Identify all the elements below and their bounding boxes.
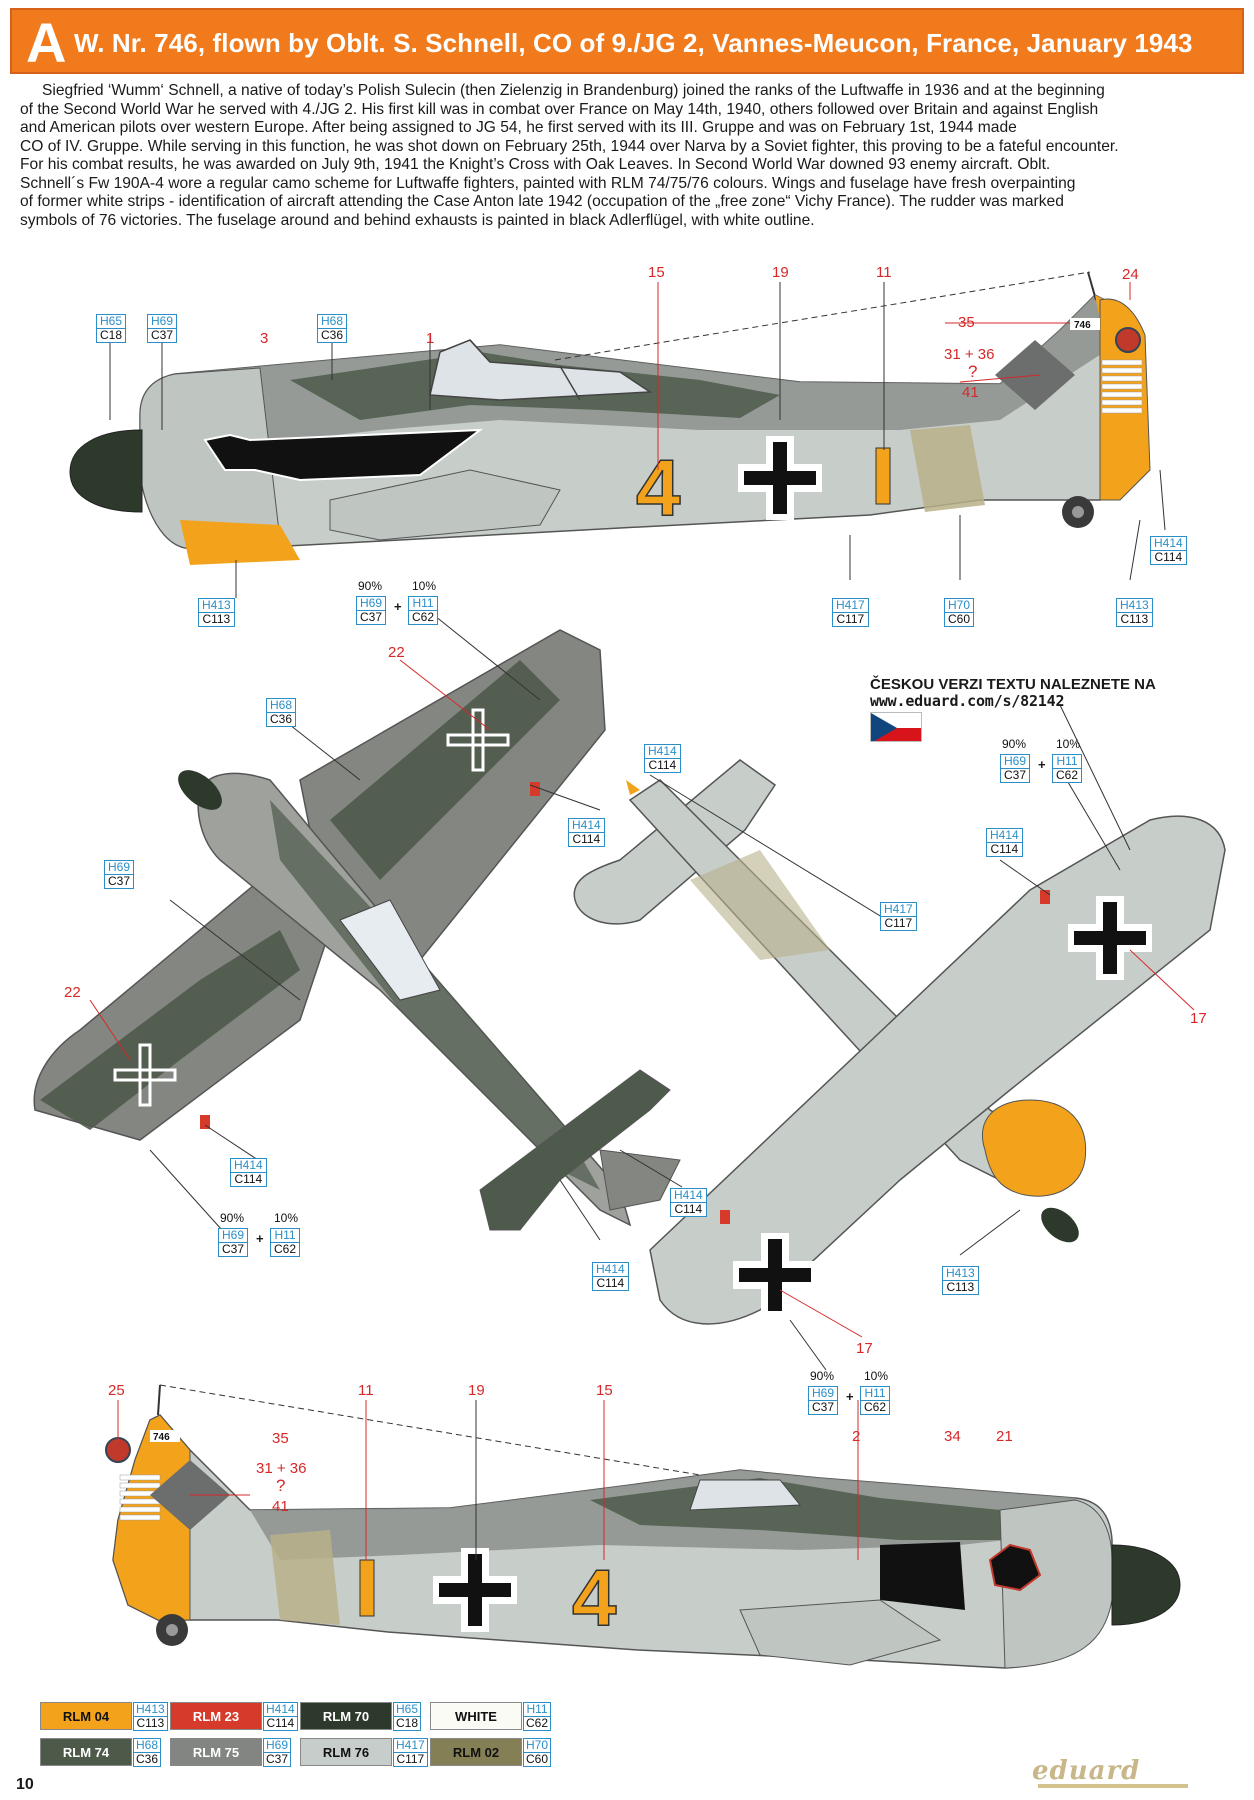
bio-line: Siegfried ‘Wumm‘ Schnell, a native of to… (42, 82, 1105, 99)
czech-note-text: ČESKOU VERZI TEXTU NALEZNETE NA (870, 676, 1156, 693)
pilot-biography: Siegfried ‘Wumm‘ Schnell, a native of to… (20, 82, 1232, 230)
czech-version-note: ČESKOU VERZI TEXTU NALEZNETE NA www.edua… (870, 676, 1156, 710)
lower-surface-view (573, 759, 1226, 1325)
decal-number: 22 (388, 644, 405, 661)
left-side-profile: 746 4 (69, 271, 1151, 565)
code-number-top: 4 (636, 443, 681, 532)
code-number-bottom: 4 (572, 1553, 617, 1642)
eduard-logo: eduard (1032, 1756, 1141, 1786)
profile-header: A W. Nr. 746, flown by Oblt. S. Schnell,… (10, 8, 1244, 74)
bio-line: Schnell´s Fw 190A-4 wore a regular camo … (20, 174, 1076, 192)
legend-swatch: RLM 76 (300, 1738, 392, 1766)
decal-number: 35 (958, 314, 975, 331)
legend-swatch: RLM 23 (170, 1702, 262, 1730)
decal-number: 2 (852, 1428, 861, 1445)
legend-swatch: WHITE (430, 1702, 522, 1730)
callout-lines (89, 282, 1195, 1560)
decal-number: 11 (358, 1382, 374, 1399)
bio-line: symbols of 76 victories. The fuselage ar… (20, 211, 815, 229)
decal-number: 31 + 36 (944, 346, 995, 363)
decal-number: 21 (996, 1428, 1013, 1445)
legend-swatch: RLM 04 (40, 1702, 132, 1730)
decal-number: 41 (272, 1498, 289, 1515)
decal-number: 15 (648, 264, 665, 281)
profile-letter: A (26, 11, 67, 74)
bio-line: For his combat results, he was awarded o… (20, 156, 1051, 173)
bio-line: of the Second World War he served with 4… (20, 100, 1099, 118)
decal-number: 1 (426, 330, 435, 347)
decal-number: 35 (272, 1430, 289, 1447)
legend-swatch: RLM 75 (170, 1738, 262, 1766)
werknummer-top: 746 (1074, 320, 1091, 331)
legend-swatch: RLM 70 (300, 1702, 392, 1730)
decal-number: 41 (962, 384, 979, 401)
profile-title: W. Nr. 746, flown by Oblt. S. Schnell, C… (74, 28, 1193, 58)
werknummer-bottom: 746 (153, 1432, 170, 1443)
decal-number: 17 (856, 1340, 873, 1357)
decal-number: 34 (944, 1428, 961, 1445)
decal-number: 19 (772, 264, 789, 281)
decal-number: 25 (108, 1382, 125, 1399)
czech-note-url[interactable]: www.eduard.com/s/82142 (870, 692, 1065, 710)
upper-surface-view (33, 629, 681, 1231)
decal-number: 22 (64, 984, 81, 1001)
decal-number: 11 (876, 264, 892, 281)
decal-number: 17 (1190, 1010, 1207, 1027)
bio-line: of former white strips - identification … (20, 193, 1064, 210)
eduard-logo-underline (1038, 1784, 1188, 1788)
czech-flag-icon (870, 712, 922, 742)
decal-number: ? (968, 362, 978, 381)
bio-line: and American pilots over western Europe.… (20, 119, 1017, 136)
decal-number: ? (276, 1476, 286, 1495)
legend-swatch: RLM 74 (40, 1738, 132, 1766)
decal-number: 19 (468, 1382, 485, 1399)
decal-number: 31 + 36 (256, 1460, 307, 1477)
right-side-profile: 746 4 (105, 1384, 1181, 1669)
page-number: 10 (16, 1776, 34, 1793)
decal-number: 15 (596, 1382, 613, 1399)
decal-number: 24 (1122, 266, 1139, 283)
bio-line: CO of IV. Gruppe. While serving in this … (20, 137, 1119, 155)
decal-number: 3 (260, 330, 269, 347)
legend-swatch: RLM 02 (430, 1738, 522, 1766)
